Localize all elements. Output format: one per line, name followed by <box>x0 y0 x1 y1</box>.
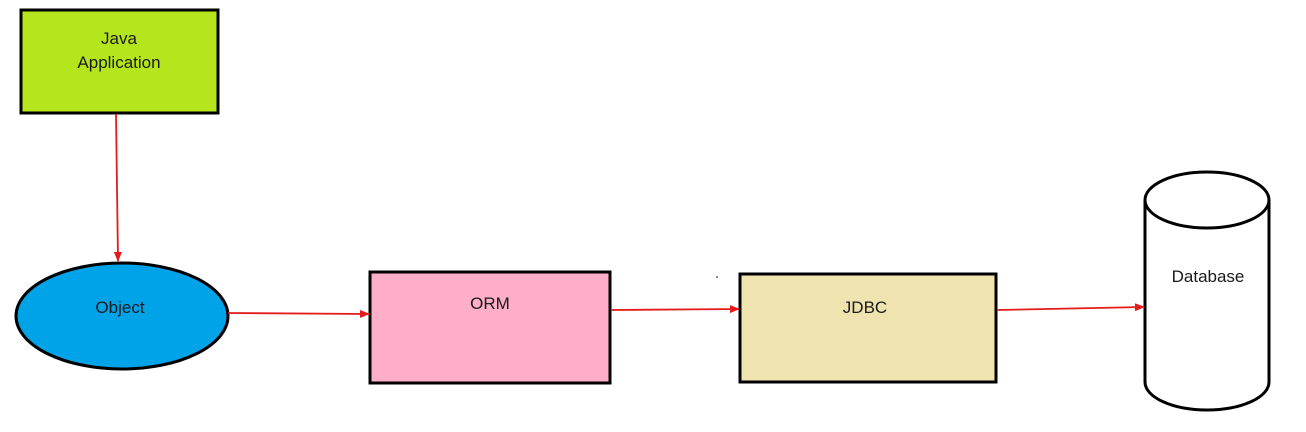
object-node: Object <box>14 261 230 371</box>
jdbc-node: JDBC <box>738 272 998 384</box>
database-label: Database <box>1172 267 1245 286</box>
orm-node: ORM <box>368 270 612 385</box>
jdbc-label: JDBC <box>843 298 887 317</box>
arrow-java-application-to-object <box>113 113 122 262</box>
arrow-orm-to-jdbc <box>610 305 740 314</box>
database-node: Database <box>1143 170 1271 412</box>
database-cylinder-body <box>1143 200 1271 412</box>
orm-box <box>368 270 612 385</box>
arrow-jdbc-to-database <box>996 303 1145 312</box>
object-label: Object <box>95 298 144 317</box>
jdbc-box <box>738 272 998 384</box>
stray-dot <box>716 276 718 278</box>
java-application-node: Java Application <box>19 8 220 115</box>
java-application-box <box>19 8 220 115</box>
java-application-label-line1: Java <box>101 29 137 48</box>
orm-label: ORM <box>470 294 510 313</box>
object-ellipse <box>14 261 230 371</box>
arrow-object-to-orm <box>227 309 370 318</box>
java-application-label-line2: Application <box>77 53 160 72</box>
database-cylinder-top <box>1143 170 1271 230</box>
